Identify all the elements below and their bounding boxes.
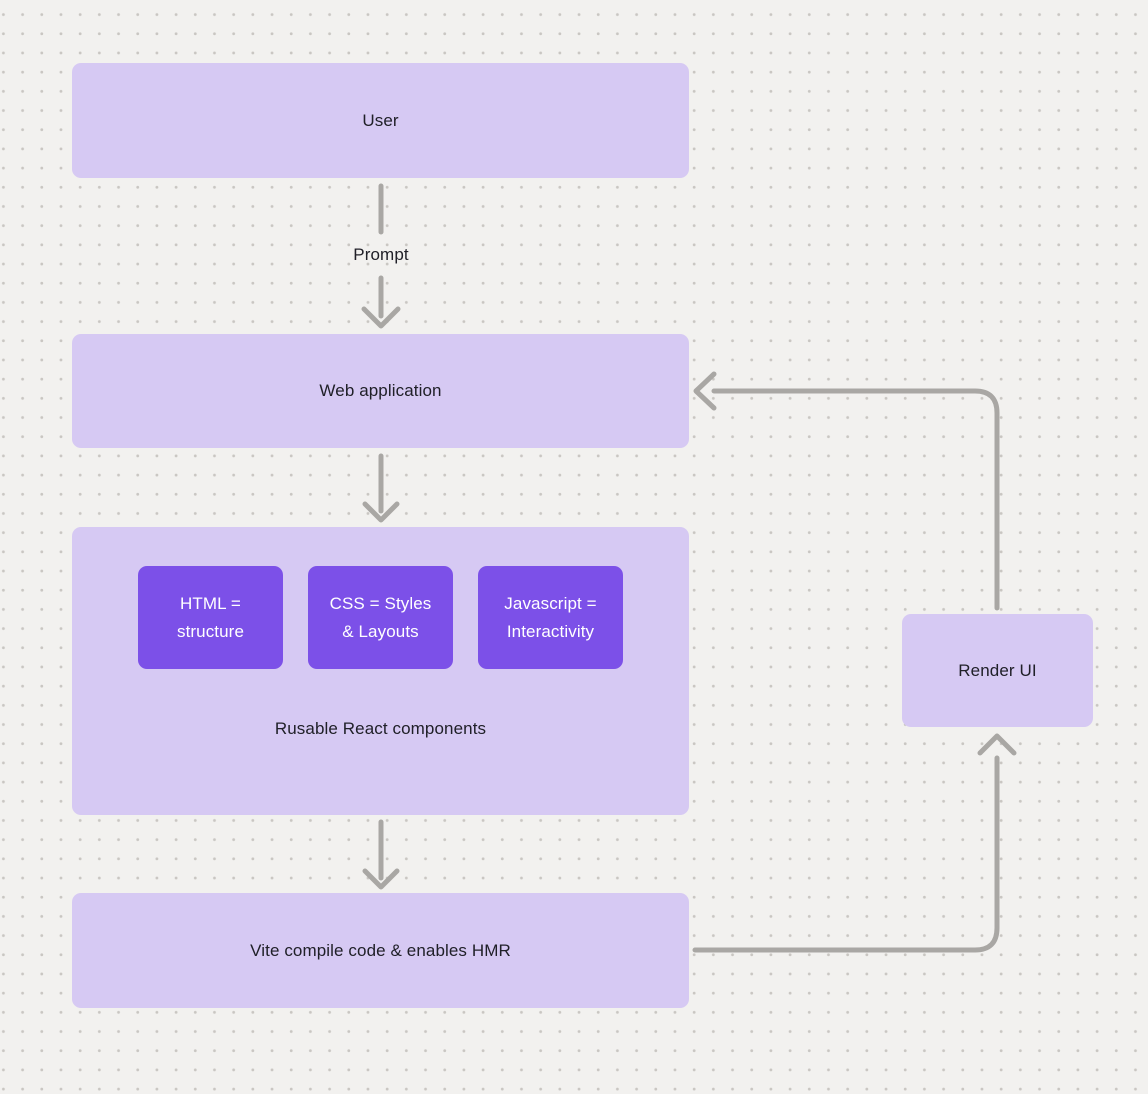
chip-html: HTML = structure bbox=[138, 566, 283, 669]
node-web-application-label: Web application bbox=[319, 381, 442, 400]
arrow-vite-to-renderui-stem bbox=[692, 755, 1000, 953]
chip-html-line2: structure bbox=[176, 621, 245, 641]
chip-css-line2: & Layouts bbox=[342, 621, 419, 641]
chip-html-line1: HTML = bbox=[180, 593, 241, 613]
arrow-webapp-to-components-head bbox=[362, 501, 400, 523]
node-vite: Vite compile code & enables HMR bbox=[72, 893, 689, 1008]
node-user-label: User bbox=[362, 110, 399, 130]
chip-javascript: Javascript = Interactivity bbox=[478, 566, 623, 669]
node-user: User bbox=[72, 63, 689, 178]
arrow-renderui-to-webapp-head bbox=[693, 371, 717, 411]
arrow-renderui-to-webapp-stem bbox=[711, 388, 1000, 611]
chip-javascript-line2: Interactivity bbox=[506, 621, 595, 641]
arrow-components-to-vite-head bbox=[362, 868, 400, 890]
edge-label-prompt: Prompt bbox=[353, 245, 409, 264]
node-render-ui-label: Render UI bbox=[958, 660, 1037, 680]
chip-css: CSS = Styles & Layouts bbox=[308, 566, 453, 669]
chip-javascript-line1: Javascript = bbox=[504, 593, 597, 613]
arrow-vite-to-renderui-head bbox=[977, 733, 1017, 756]
react-components-group-label: Rusable React components bbox=[274, 719, 487, 738]
node-render-ui: Render UI bbox=[902, 614, 1093, 727]
chip-row: HTML = structure CSS = Styles & Layouts … bbox=[138, 566, 623, 669]
node-react-components-group: HTML = structure CSS = Styles & Layouts … bbox=[72, 527, 689, 815]
node-vite-label: Vite compile code & enables HMR bbox=[250, 940, 511, 960]
chip-css-line1: CSS = Styles bbox=[329, 593, 432, 613]
node-web-application: Web application bbox=[72, 334, 689, 448]
arrow-prompt-to-webapp-head bbox=[361, 306, 401, 329]
